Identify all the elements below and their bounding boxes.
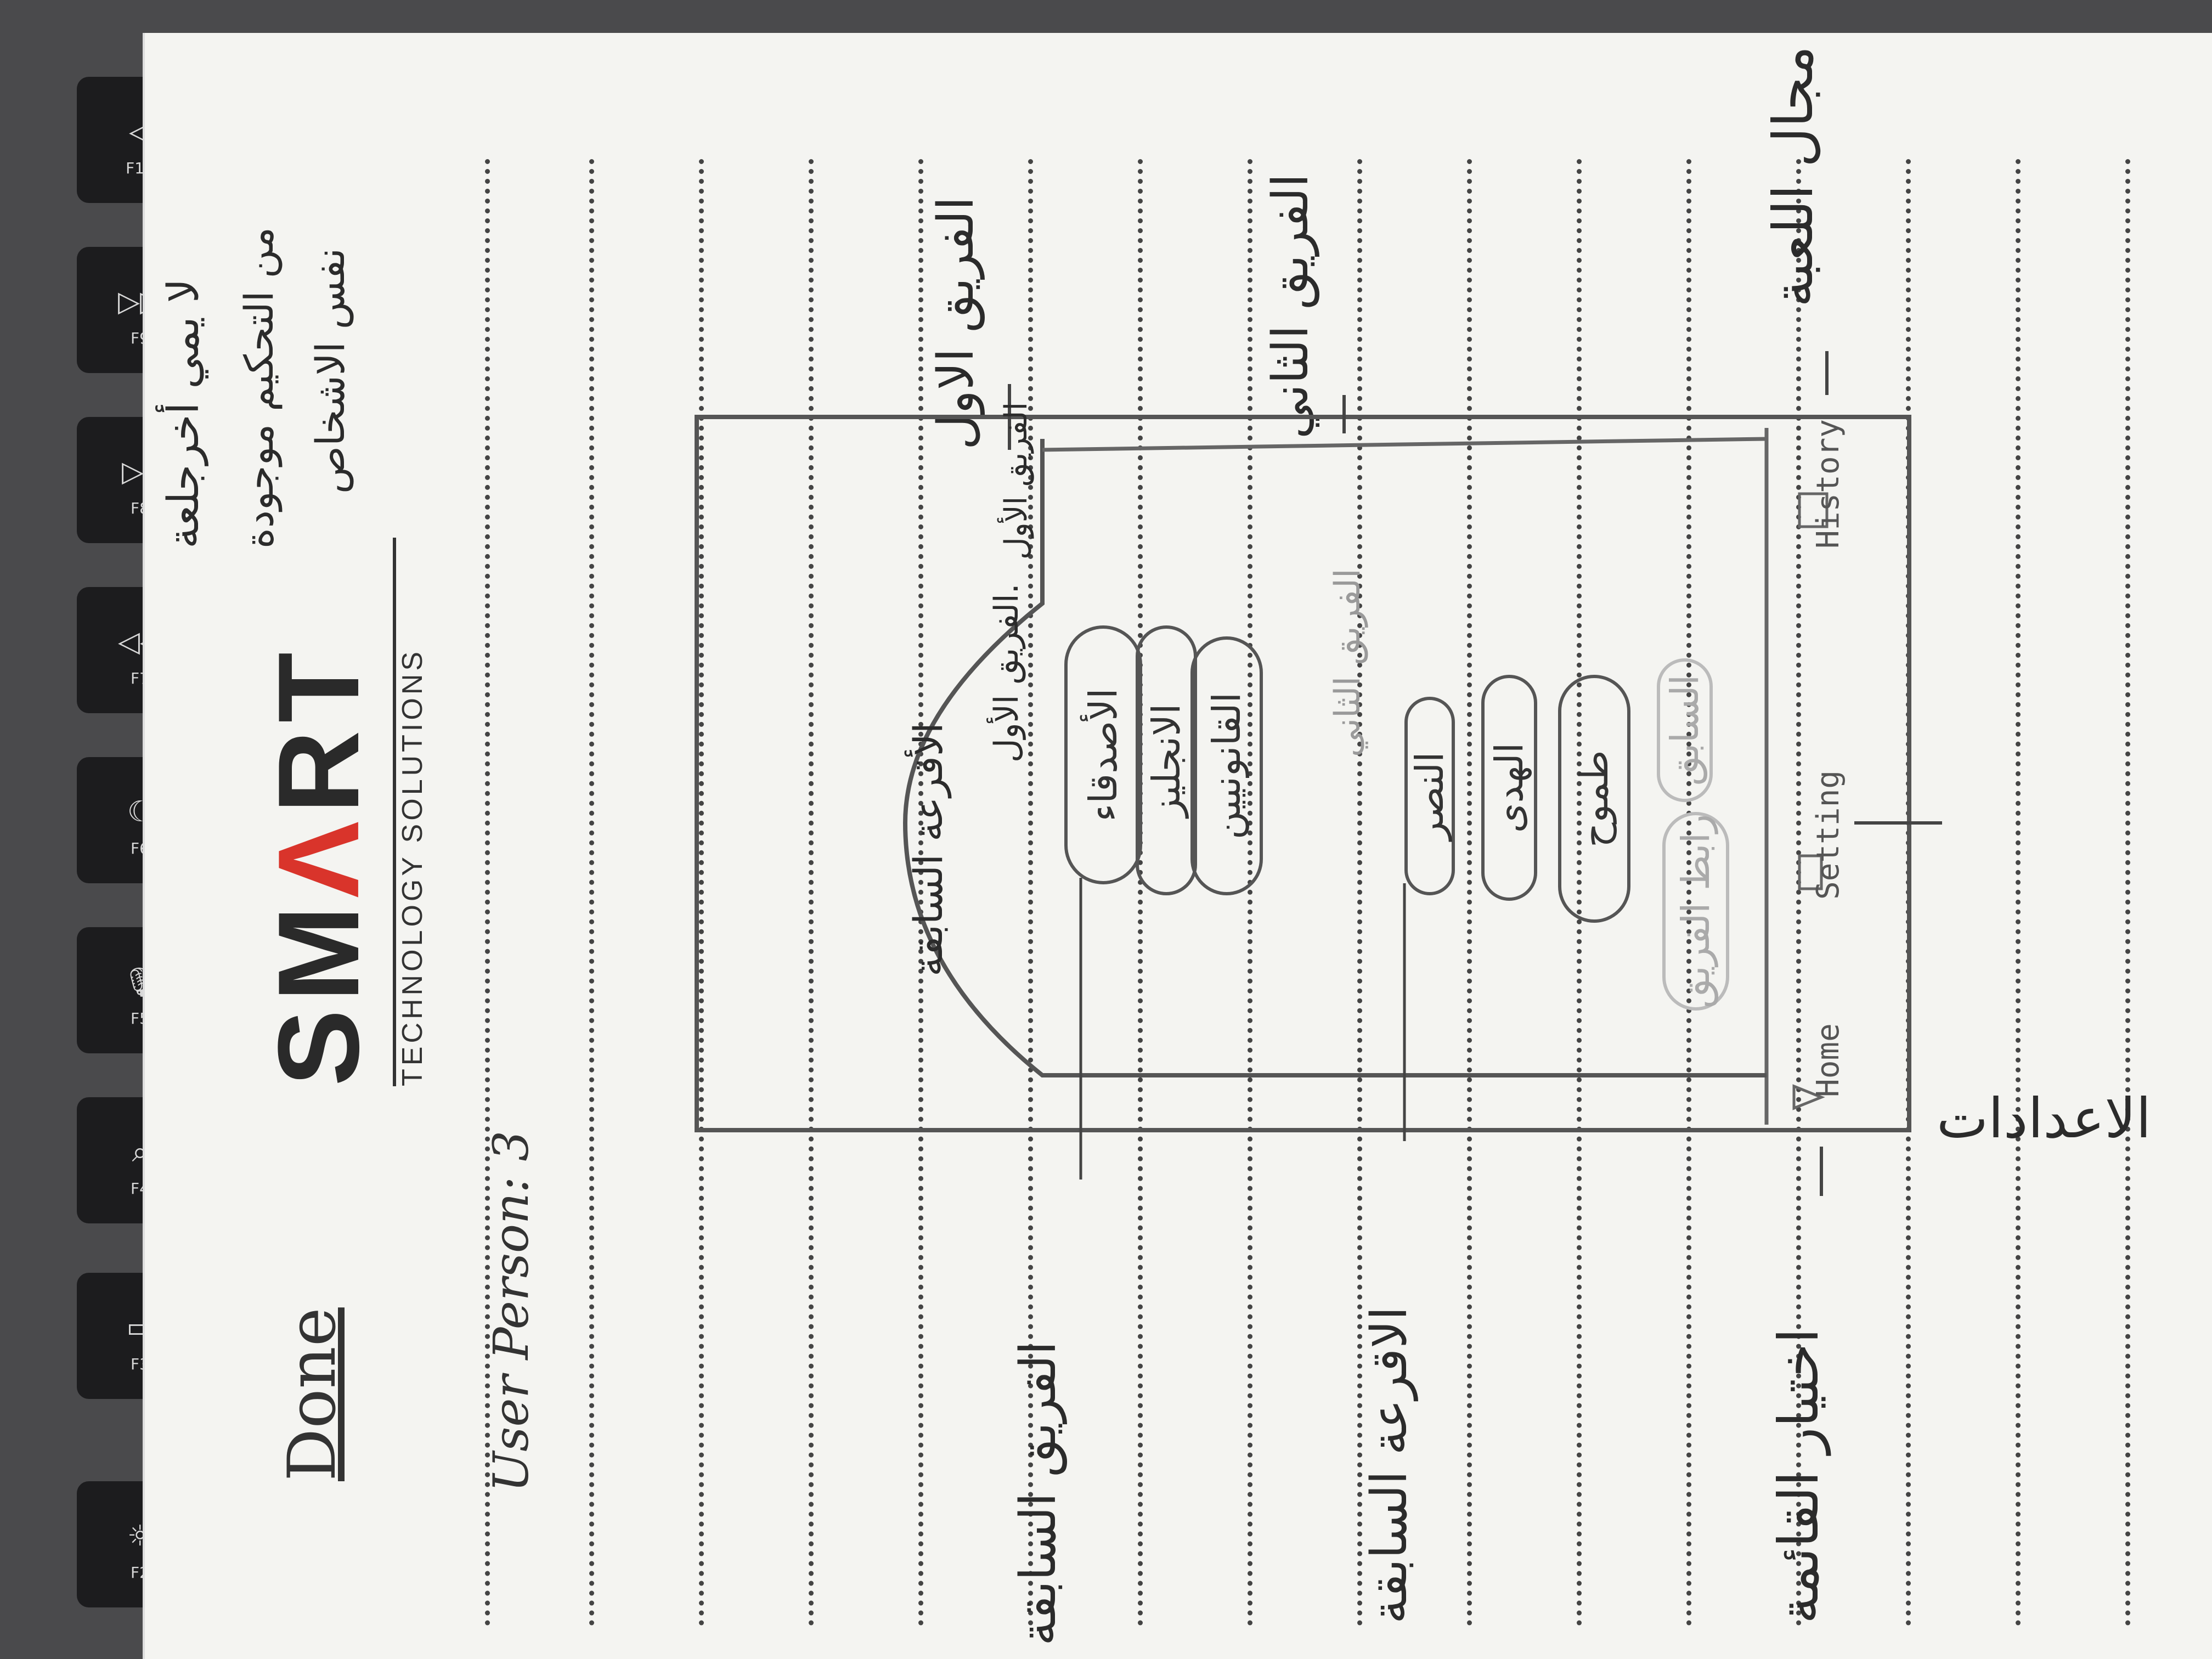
ruled-line: [589, 159, 594, 1626]
faded-item: رابط الفريق: [1662, 812, 1729, 1011]
phone-outline: [695, 415, 1911, 1132]
ruled-line: [918, 159, 923, 1626]
arch-frame: [902, 439, 1767, 1077]
ruled-line: [2125, 159, 2130, 1626]
section-one-sub: الفريق الأول.: [988, 583, 1026, 763]
ruled-line: [1686, 159, 1691, 1626]
team-one-item[interactable]: الأصدقاء: [1064, 625, 1142, 884]
team-two-item[interactable]: طموح: [1558, 675, 1630, 923]
section-two-title: الفريق الثاني: [1328, 568, 1368, 757]
ruled-line: [2016, 159, 2021, 1626]
settings-icon: [1798, 854, 1823, 890]
ruled-line: [1357, 159, 1362, 1626]
history-icon: [1798, 492, 1829, 528]
ruled-line: [809, 159, 814, 1626]
faded-item: السابق: [1657, 658, 1713, 802]
ruled-line: [485, 159, 490, 1626]
ruled-line: [1467, 159, 1472, 1626]
ruled-line: [1796, 159, 1801, 1626]
ruled-line: [699, 159, 704, 1626]
ruled-line: [1028, 159, 1033, 1626]
nav-home-label[interactable]: Home: [1810, 1023, 1846, 1097]
team-one-item[interactable]: القانونيين: [1190, 636, 1263, 895]
section-one-title: الأقرعة السابقة: [905, 723, 951, 977]
nav-history-label[interactable]: History: [1810, 419, 1846, 549]
curve-label-top: الفريق الأول: [998, 402, 1034, 560]
annotation-settings: الاعدادات: [1937, 1086, 2152, 1150]
team-two-item[interactable]: الهدى: [1481, 675, 1537, 901]
ruled-line: [1248, 159, 1252, 1626]
team-one-item[interactable]: الانجليز: [1136, 625, 1197, 895]
home-icon: [1792, 1084, 1825, 1110]
nav-settings-label[interactable]: Setting: [1810, 770, 1846, 900]
team-two-item[interactable]: النصر: [1404, 697, 1455, 895]
ruled-line: [1138, 159, 1143, 1626]
